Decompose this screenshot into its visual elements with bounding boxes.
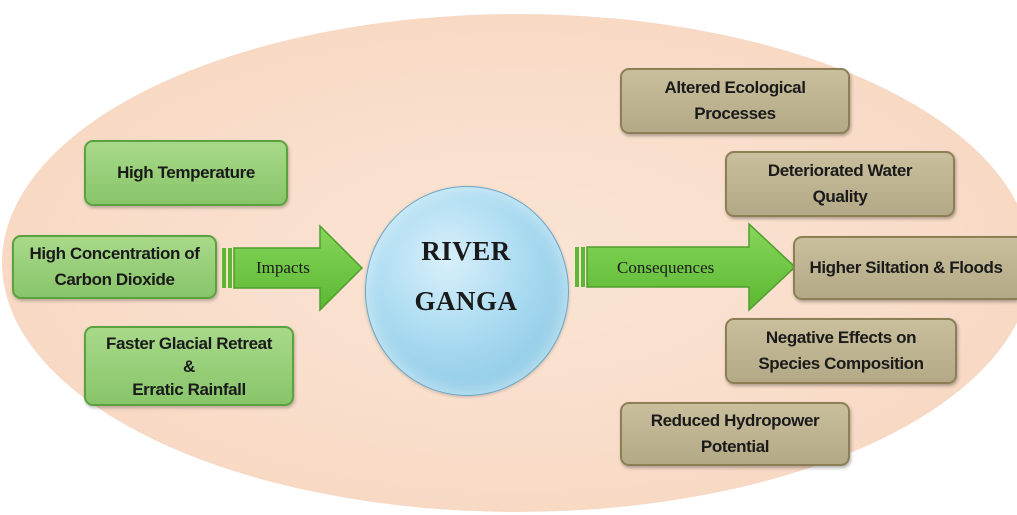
cause-label: High Concentration of Carbon Dioxide (29, 244, 200, 289)
consequence-label: Altered Ecological Processes (664, 78, 806, 123)
center-title-line1: RIVER (421, 236, 511, 266)
consequence-box-hydropower: Reduced Hydropower Potential (620, 402, 850, 466)
consequence-label: Reduced Hydropower Potential (650, 411, 820, 456)
cause-box-high-temperature: High Temperature (84, 140, 288, 206)
river-ganga-circle (365, 186, 569, 396)
impacts-arrow (222, 224, 364, 312)
consequence-label: Negative Effects on Species Composition (758, 328, 924, 373)
cause-label: High Temperature (117, 163, 255, 182)
consequence-label: Higher Siltation & Floods (809, 258, 1003, 277)
consequence-box-siltation: Higher Siltation & Floods (793, 236, 1017, 300)
consequence-box-water-quality: Deteriorated Water Quality (725, 151, 955, 217)
center-title-line2: GANGA (414, 286, 518, 316)
consequence-label: Deteriorated Water Quality (767, 161, 913, 206)
impacts-label: Impacts (256, 258, 310, 277)
consequences-arrow (575, 222, 797, 312)
consequence-box-species: Negative Effects on Species Composition (725, 318, 957, 384)
cause-box-glacial-retreat: Faster Glacial Retreat & Erratic Rainfal… (84, 326, 294, 406)
cause-label: Faster Glacial Retreat & Erratic Rainfal… (105, 333, 272, 399)
cause-box-carbon-dioxide: High Concentration of Carbon Dioxide (12, 235, 217, 299)
consequences-label: Consequences (617, 258, 715, 277)
consequence-box-ecological: Altered Ecological Processes (620, 68, 850, 134)
